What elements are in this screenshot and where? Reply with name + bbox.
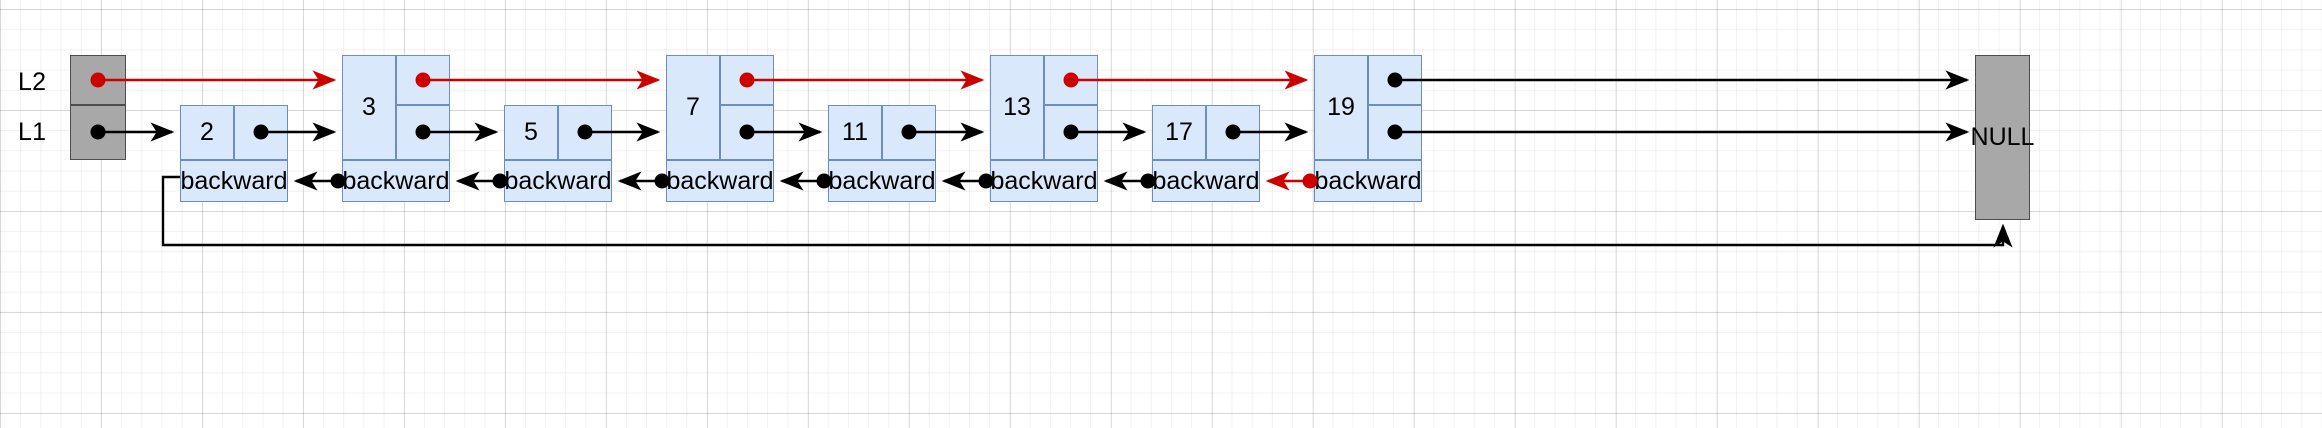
node-2-backward-cell: backward xyxy=(180,160,288,202)
node-17-backward-cell: backward xyxy=(1152,160,1260,202)
node-7-value-cell: 7 xyxy=(666,55,720,160)
level2-forward-arrows xyxy=(90,70,1970,90)
node-7-backward-cell: backward xyxy=(666,160,774,202)
level1-forward-arrows xyxy=(90,122,1970,142)
node-2-value-cell: 2 xyxy=(180,105,234,160)
null-sentinel: NULL xyxy=(1971,55,2034,220)
node-5-backward-cell: backward xyxy=(504,160,612,202)
node-11-backward-cell: backward xyxy=(828,160,936,202)
backward-arrows xyxy=(293,171,1318,191)
node-3-backward-cell: backward xyxy=(342,160,450,202)
node-5-value-cell: 5 xyxy=(504,105,558,160)
node-19-value-cell: 19 xyxy=(1314,55,1368,160)
node-3-value-cell: 3 xyxy=(342,55,396,160)
node-11-value-cell: 11 xyxy=(828,105,882,160)
node-13-value-cell: 13 xyxy=(990,55,1044,160)
node-19-backward-cell: backward xyxy=(1314,160,1422,202)
backward-wraparound-arrow xyxy=(161,175,2013,248)
node-17-value-cell: 17 xyxy=(1152,105,1206,160)
arrow-2-backward-to-null xyxy=(161,175,2013,248)
node-13-backward-cell: backward xyxy=(990,160,1098,202)
level-label-l2: L2 xyxy=(18,68,47,96)
level-label-l1: L1 xyxy=(18,118,47,146)
